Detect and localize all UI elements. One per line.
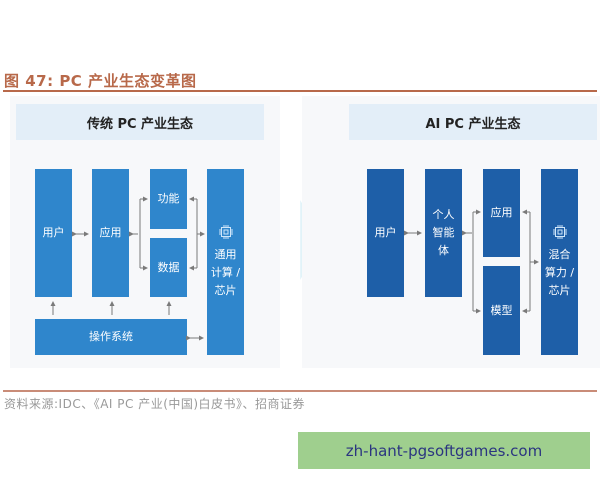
right-agent-block: 个人 智能 体 — [425, 169, 462, 297]
watermark-banner: zh-hant-pgsoftgames.com — [298, 432, 590, 469]
left-function-label: 功能 — [157, 192, 180, 205]
chip-icon — [552, 225, 567, 239]
left-function-block: 功能 — [150, 169, 187, 229]
left-os-label: 操作系统 — [89, 330, 133, 343]
left-os-block: 操作系统 — [35, 319, 187, 355]
left-data-block: 数据 — [150, 238, 187, 297]
title-divider — [3, 90, 597, 92]
source-note: 资料来源:IDC、《AI PC 产业(中国)白皮书》、招商证券 — [4, 397, 306, 411]
source-divider — [3, 390, 597, 392]
right-agent-label-1: 个人 — [432, 208, 455, 221]
ai-pc-title: AI PC 产业生态 — [349, 104, 597, 140]
right-compute-label-3: 芯片 — [548, 284, 571, 297]
right-compute-label-2: 算力 / — [544, 266, 575, 279]
right-compute-block: 混合 算力 / 芯片 — [541, 169, 578, 355]
left-app-block: 应用 — [92, 169, 129, 297]
left-app-label: 应用 — [99, 226, 122, 239]
left-user-label: 用户 — [42, 226, 65, 239]
right-compute-label-1: 混合 — [548, 248, 571, 261]
right-model-block: 模型 — [483, 266, 520, 355]
right-model-label: 模型 — [490, 303, 513, 317]
watermark-text: zh-hant-pgsoftgames.com — [345, 441, 543, 460]
figure-title: 图 47: PC 产业生态变革图 — [4, 72, 197, 90]
left-compute-label-1: 通用 — [214, 248, 237, 261]
right-agent-label-3: 体 — [438, 244, 449, 257]
right-user-label: 用户 — [374, 226, 397, 239]
traditional-pc-title: 传统 PC 产业生态 — [16, 104, 264, 140]
chip-icon — [218, 225, 233, 239]
left-compute-label-3: 芯片 — [214, 284, 237, 297]
right-user-block: 用户 — [367, 169, 404, 297]
right-agent-label-2: 智能 — [432, 226, 455, 239]
right-app-label: 应用 — [490, 206, 513, 219]
right-app-block: 应用 — [483, 169, 520, 257]
left-data-label: 数据 — [157, 260, 180, 274]
left-user-block: 用户 — [35, 169, 72, 297]
left-compute-label-2: 计算 / — [210, 266, 241, 279]
left-compute-block: 通用 计算 / 芯片 — [207, 169, 244, 355]
